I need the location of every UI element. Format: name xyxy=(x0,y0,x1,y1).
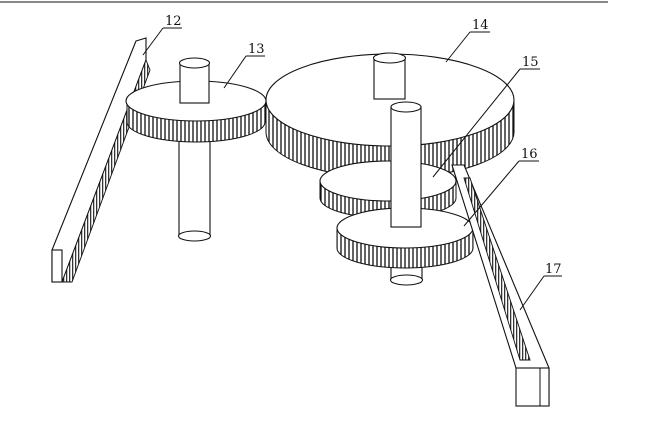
lower-gear xyxy=(336,101,474,286)
label-13-text: 13 xyxy=(248,42,265,57)
label-17: 17 xyxy=(519,262,562,311)
right-rack xyxy=(451,164,550,407)
label-16: 16 xyxy=(463,147,539,227)
label-14: 14 xyxy=(445,18,490,63)
label-15: 15 xyxy=(432,55,540,178)
label-16-text: 16 xyxy=(521,147,538,162)
left-rack xyxy=(51,37,151,283)
label-17-text: 17 xyxy=(545,262,562,277)
label-12-text: 12 xyxy=(165,14,182,29)
label-14-text: 14 xyxy=(472,18,489,33)
small-gear xyxy=(125,57,267,242)
large-gear xyxy=(265,52,515,179)
label-15-text: 15 xyxy=(522,55,539,70)
label-12: 12 xyxy=(142,14,182,56)
label-13: 13 xyxy=(223,42,265,89)
